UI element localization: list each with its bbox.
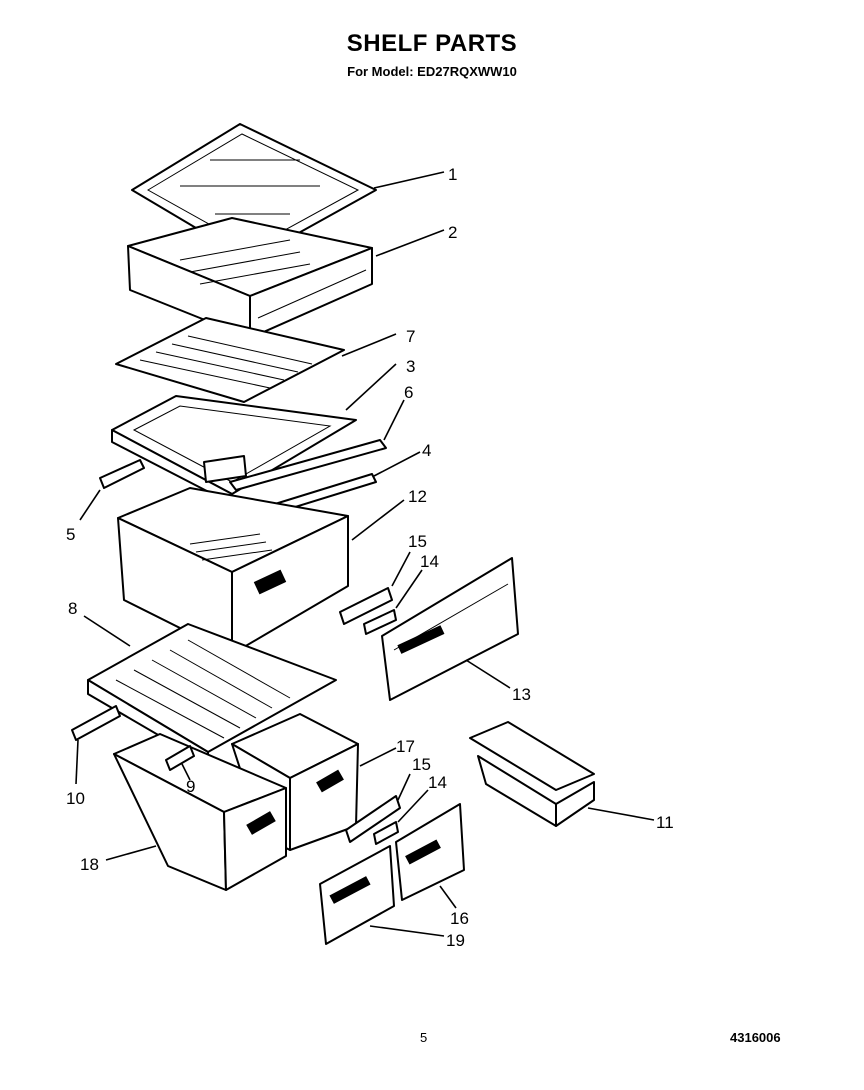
part-12-crisper-drawer [117,487,349,655]
page-title: SHELF PARTS [346,30,518,57]
callout-5: 5 [66,525,75,544]
part-14-clip-upper [363,609,397,635]
callout-15-lower: 15 [412,755,431,774]
callout-16: 16 [450,909,469,928]
part-10-rail [71,705,121,741]
leader-lines [75,171,655,937]
part-16-drawer-front [395,803,465,901]
part-19-drawer-front [319,845,395,945]
part-3-shelf-frame [111,395,357,505]
part-5-rail [99,459,145,489]
callout-19: 19 [446,931,465,950]
callout-17: 17 [396,737,415,756]
callout-7: 7 [406,327,415,346]
part-9-clip [165,745,195,771]
callout-1: 1 [448,165,457,184]
callout-13: 13 [512,685,531,704]
part-15-clip-upper [339,587,393,625]
document-number: 4316006 [730,1030,781,1045]
callout-2: 2 [448,223,457,242]
callout-8: 8 [68,599,77,618]
callout-11: 11 [656,813,674,832]
callout-10: 10 [66,789,85,808]
callout-3: 3 [406,357,415,376]
callout-14-upper: 14 [420,552,439,571]
model-subtitle: For Model: ED27RQXWW10 [347,64,517,79]
part-11-door-bin [469,721,595,827]
callout-14-lower: 14 [428,773,447,792]
part-13-drawer-front [381,557,519,701]
callout-12: 12 [408,487,427,506]
callout-6: 6 [404,383,413,402]
page-number: 5 [420,1030,428,1045]
callout-15-upper: 15 [408,532,427,551]
callout-9: 9 [186,777,195,796]
part-6-rail [229,439,387,491]
callout-4: 4 [422,441,431,460]
part-7-shelf-panel [115,317,345,403]
part-18-left-bin [113,733,287,891]
part-15-clip-lower [345,795,401,843]
part-2-tray [127,217,373,339]
part-14-clip-lower [373,821,399,845]
callout-18: 18 [80,855,99,874]
